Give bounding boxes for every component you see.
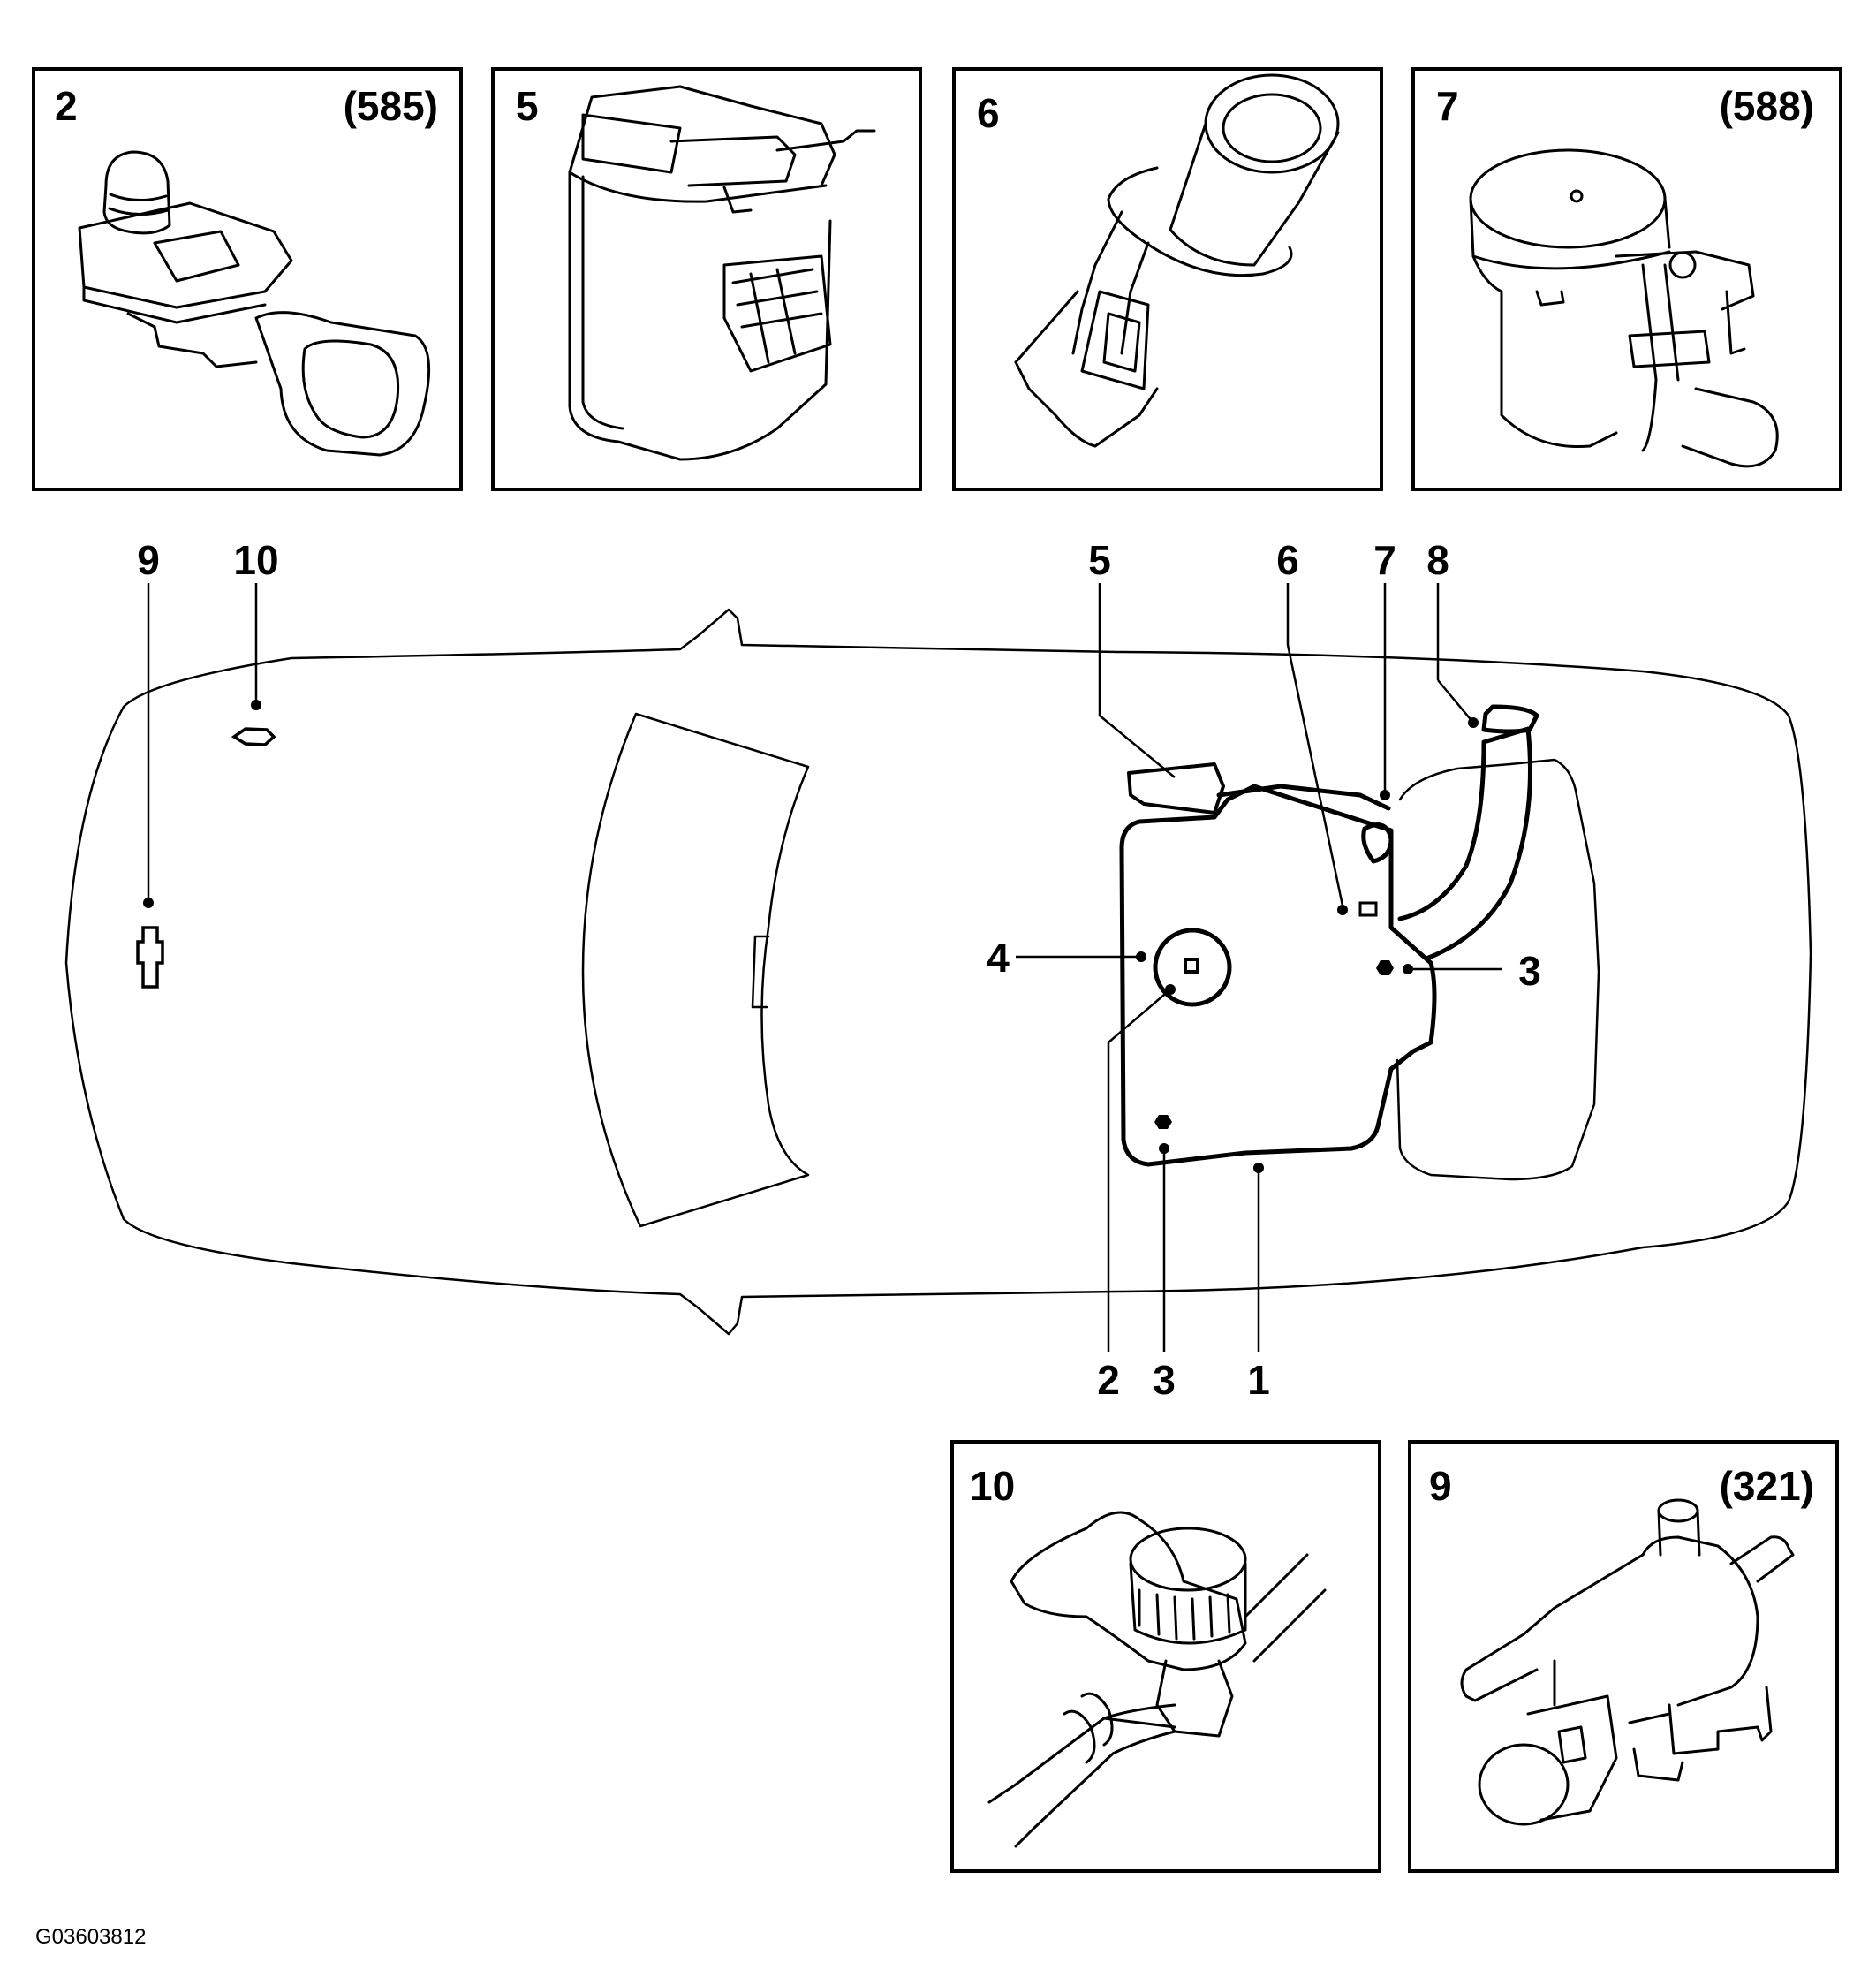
service-port-icon: [987, 1511, 1327, 1848]
callout-dots: [143, 700, 1479, 1173]
panel-10: 10: [950, 1440, 1381, 1873]
vehicle-outline: [64, 608, 1812, 1336]
vent-valve-icon: [1469, 148, 1779, 468]
square-marker: [1184, 958, 1199, 974]
panel-9: 9 (321): [1408, 1440, 1839, 1873]
sender-module-icon: [1014, 73, 1340, 448]
panel-number: 5: [516, 83, 539, 129]
callout-10: 10: [233, 537, 278, 583]
service-port-marker: [231, 727, 276, 746]
panel-number: 7: [1436, 83, 1459, 129]
filler-neck-cap: [1481, 704, 1539, 734]
evap-line: [1216, 784, 1391, 811]
callout-7: 7: [1373, 537, 1396, 583]
panel-code: (588): [1720, 83, 1814, 129]
rear-window-outline: [581, 712, 810, 1228]
rollover-valve: [1361, 822, 1394, 864]
callout-5: 5: [1088, 537, 1111, 583]
drain-plug-bottom: [1154, 1115, 1172, 1129]
callout-1: 1: [1247, 1357, 1270, 1403]
vehicle-body-outline: [64, 608, 1812, 1336]
callout-3-right: 3: [1518, 948, 1541, 994]
panel-number: 2: [55, 83, 78, 129]
callout-2: 2: [1097, 1357, 1120, 1403]
callout-3-bottom: 3: [1153, 1357, 1176, 1403]
callout-leaders: [147, 583, 1502, 1352]
panel-5: 5: [491, 67, 922, 491]
panel-7: 7 (588): [1411, 67, 1842, 491]
fuel-pump-module: [1153, 928, 1232, 1007]
callout-6: 6: [1276, 537, 1299, 583]
drain-plug-right: [1376, 960, 1394, 975]
pressure-sensor-icon: [78, 150, 431, 457]
purge-valve-icon: [1460, 1498, 1795, 1826]
callout-4: 4: [987, 935, 1010, 981]
canister-body: [1127, 762, 1225, 815]
figure-code: G03603812: [35, 1925, 146, 1949]
panel-number: 6: [977, 90, 1000, 136]
fuel-tank-outline: [1119, 784, 1437, 1167]
purge-valve-marker: [136, 926, 164, 989]
panel-code: (321): [1720, 1463, 1814, 1509]
callout-9: 9: [137, 537, 160, 583]
callout-8: 8: [1426, 537, 1449, 583]
evap-canister-icon: [568, 85, 876, 461]
fuel-system: [1119, 704, 1539, 1167]
wheelhouse-outline: [1396, 758, 1600, 1181]
panel-2: 2 (585): [32, 67, 463, 491]
panel-code: (585): [344, 83, 438, 129]
panel-6: 6: [952, 67, 1383, 491]
panel-number: 9: [1429, 1463, 1452, 1509]
sender-marker: [1358, 901, 1378, 917]
panel-number: 10: [970, 1463, 1015, 1509]
